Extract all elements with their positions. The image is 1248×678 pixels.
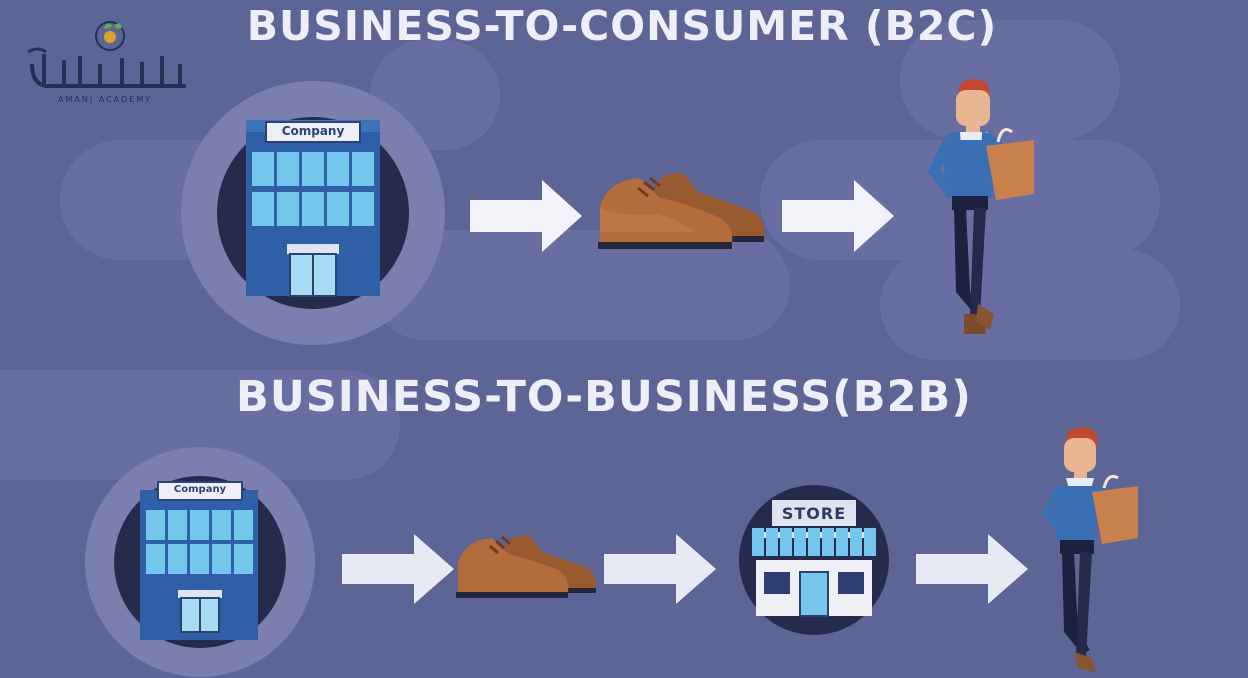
store-label: STORE (781, 504, 847, 523)
background-shape (880, 250, 1180, 360)
arrow-right-icon (342, 534, 454, 604)
shoe-icon (456, 535, 596, 598)
arrow-right-icon (604, 534, 716, 604)
company-label: Company (281, 124, 345, 138)
b2b-title: BUSINESS-TO-BUSINESS(B2B) (236, 372, 972, 422)
company-building-icon (85, 447, 315, 677)
background-shape (900, 20, 1120, 140)
arrow-right-icon (470, 180, 582, 252)
store-icon (739, 485, 889, 635)
company-building-icon (181, 81, 445, 345)
arrow-right-icon (916, 534, 1028, 604)
b2c-title: BUSINESS-TO-CONSUMER (B2C) (246, 2, 998, 50)
arrow-right-icon (782, 180, 894, 252)
consumer-person-icon (928, 79, 1034, 334)
shoe-icon (598, 173, 765, 249)
company-label: Company (173, 484, 227, 495)
consumer-person-icon (1042, 427, 1138, 672)
logo-icon (27, 21, 186, 88)
logo-text: AMANJ ACADEMY (58, 95, 153, 104)
